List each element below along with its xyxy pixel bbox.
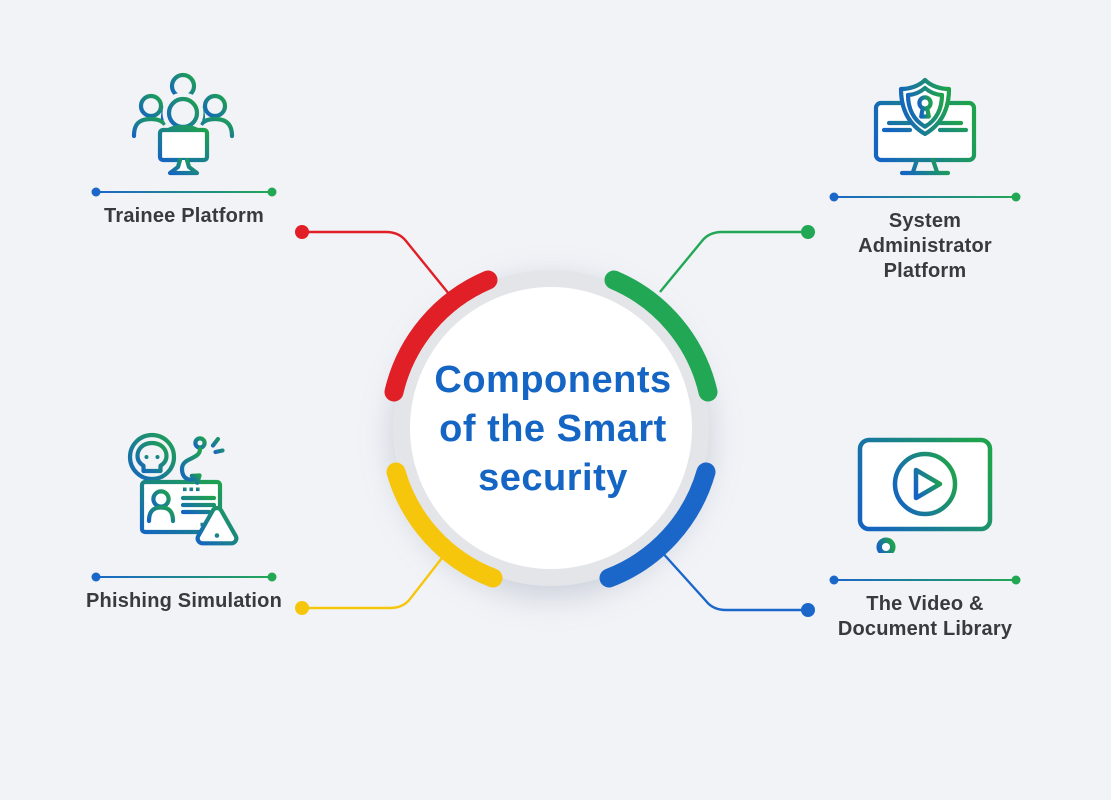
icon-underline xyxy=(829,575,1021,585)
phishing-id-card-hook-warning-icon xyxy=(127,430,239,546)
component-label: Trainee Platform xyxy=(104,204,264,229)
underline-dot-green xyxy=(267,187,277,197)
connector-dot-yellow xyxy=(295,601,309,615)
connector-line-yellow xyxy=(302,548,450,610)
connector-line-green xyxy=(659,230,808,293)
underline-dot-green xyxy=(267,572,277,582)
monitor-security-shield-icon xyxy=(873,77,977,176)
component-system-administrator-platform: System Administrator Platform xyxy=(800,76,1050,284)
center-title-line: of the Smart xyxy=(439,408,667,450)
component-video-document-library: The Video & Document Library xyxy=(800,437,1050,642)
underline-dot-blue xyxy=(829,192,839,202)
icon-underline xyxy=(829,192,1021,202)
center-inner-circle xyxy=(410,287,692,569)
connector-dot-red xyxy=(295,225,309,239)
connector-line-red xyxy=(302,230,450,295)
label-line: The Video & xyxy=(866,593,984,615)
icon-underline xyxy=(91,187,277,197)
component-label: System Administrator Platform xyxy=(858,209,992,284)
arc-yellow xyxy=(386,462,503,588)
label-line: Administrator xyxy=(858,235,992,257)
component-label: Phishing Simulation xyxy=(86,589,282,614)
arc-blue xyxy=(599,462,716,588)
connector-dot-green xyxy=(801,225,815,239)
label-line: System xyxy=(888,210,962,232)
label-line: Trainee Platform xyxy=(104,205,264,227)
connector-dot-blue xyxy=(801,603,815,617)
label-line: Document Library xyxy=(837,618,1013,640)
center-title: Components of the Smart security xyxy=(389,356,717,503)
center-title-line: security xyxy=(478,457,628,499)
arc-green xyxy=(604,270,718,402)
component-phishing-simulation: Phishing Simulation xyxy=(59,430,309,614)
underline-dot-green xyxy=(1011,575,1021,585)
component-trainee-platform: Trainee Platform xyxy=(59,72,309,229)
underline-dot-blue xyxy=(91,187,101,197)
connector-line-blue xyxy=(659,549,808,612)
underline-dot-green xyxy=(1011,192,1021,202)
video-player-icon xyxy=(857,437,993,553)
underline-dot-blue xyxy=(829,575,839,585)
center-title-line: Components xyxy=(434,359,672,401)
underline-dot-blue xyxy=(91,572,101,582)
component-label: The Video & Document Library xyxy=(838,592,1012,642)
label-line: Platform xyxy=(883,260,967,282)
trainee-group-monitor-icon xyxy=(131,72,235,176)
arc-red xyxy=(384,270,498,402)
icon-underline xyxy=(91,572,277,582)
label-line: Phishing Simulation xyxy=(85,590,283,612)
